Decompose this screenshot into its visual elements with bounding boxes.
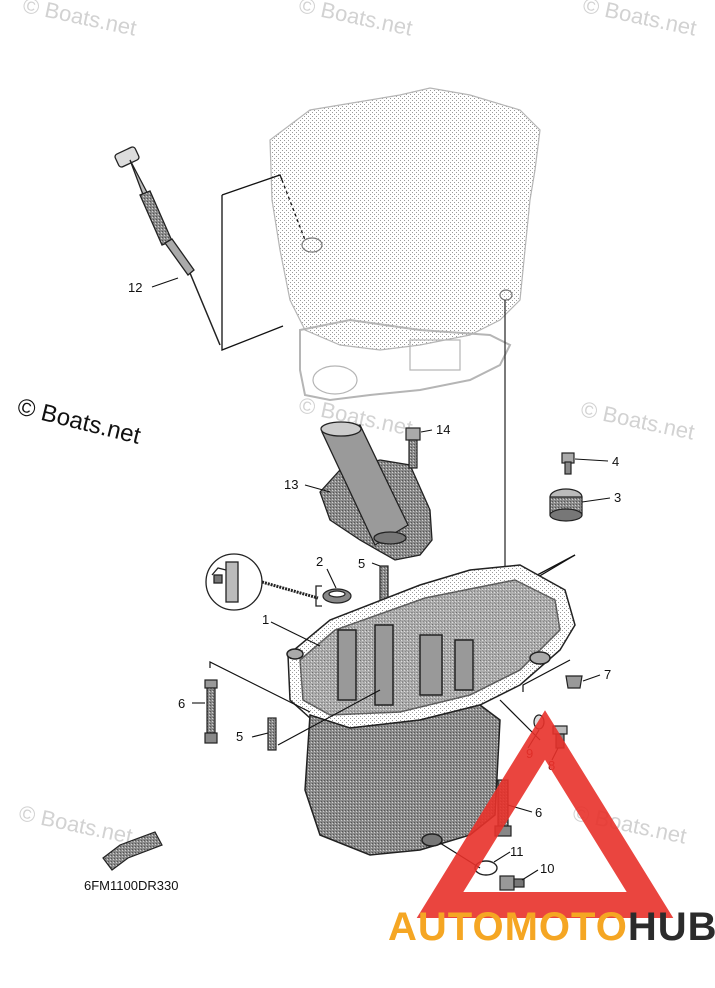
- forward-arrow-icon: [102, 831, 163, 871]
- callout-7: 7: [604, 667, 611, 682]
- gasket-with-pipe: [319, 421, 433, 561]
- callout-1: 1: [262, 612, 269, 627]
- grommet-7: [565, 675, 583, 689]
- bolt-4: [561, 452, 575, 475]
- automotohub-logo-icon: [416, 710, 674, 918]
- callout-10: 10: [540, 861, 554, 876]
- callout-4: 4: [612, 454, 619, 469]
- stud-5-lower: [267, 717, 277, 751]
- dipstick: [114, 146, 221, 346]
- plug-3: [549, 488, 583, 522]
- clip-inset: [205, 553, 322, 611]
- diagram-code: 6FM1100DR330: [84, 878, 179, 893]
- engine-block-ghost: [269, 87, 541, 402]
- callout-2: 2: [316, 554, 323, 569]
- seal-2: [322, 588, 352, 604]
- callout-5-upper: 5: [358, 556, 365, 571]
- callout-6-left: 6: [178, 696, 185, 711]
- callout-12: 12: [128, 280, 142, 295]
- callout-13: 13: [284, 477, 298, 492]
- bolt-14: [405, 427, 421, 469]
- brand-wordmark: AUTOMOTOHUB: [388, 905, 715, 950]
- callout-6-right: 6: [535, 805, 542, 820]
- callout-11: 11: [510, 844, 524, 859]
- bolt-6-left: [204, 679, 218, 744]
- callout-3: 3: [614, 490, 621, 505]
- callout-5-lower: 5: [236, 729, 243, 744]
- drain-plug-10: [499, 875, 525, 891]
- brand-part-2: HUB: [627, 905, 715, 949]
- brand-part-1: AUTOMOTO: [388, 905, 628, 949]
- oil-pan: [286, 564, 576, 856]
- callout-14: 14: [436, 422, 450, 437]
